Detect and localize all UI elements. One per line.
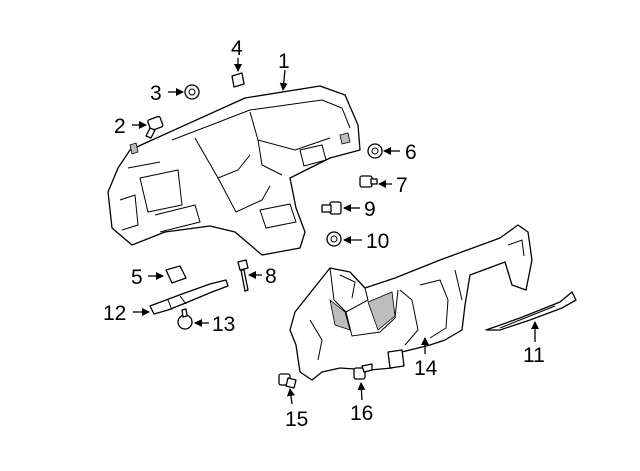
- callout-10: 10: [366, 230, 389, 253]
- upper-dash-panel: [107, 85, 361, 256]
- callout-9: 9: [364, 198, 376, 221]
- callout-16: 16: [350, 402, 373, 425]
- screw-8: [237, 259, 249, 292]
- support-bar: [149, 279, 229, 315]
- nut-6: [367, 143, 383, 159]
- clip-5: [165, 265, 187, 284]
- callout-5: 5: [131, 266, 143, 289]
- callout-15: 15: [285, 408, 308, 431]
- callout-14: 14: [414, 357, 438, 380]
- bolt-2: [145, 115, 164, 139]
- callout-6: 6: [405, 141, 417, 164]
- clip-4: [231, 72, 245, 88]
- bolt-9: [321, 201, 342, 215]
- callout-labels: 1 2 3 4 5 6 7 8 9 10 11 12 13 14 15 16: [103, 37, 545, 431]
- callout-13: 13: [212, 313, 235, 336]
- callout-12: 12: [103, 302, 126, 325]
- nut-10: [326, 231, 342, 247]
- callout-4: 4: [231, 37, 243, 60]
- nut-3: [184, 84, 200, 100]
- leader-lines: [132, 58, 539, 405]
- bolt-16: [353, 363, 373, 380]
- lower-bracket: [485, 291, 577, 331]
- bolt-13: [177, 308, 193, 330]
- cross-car-beam: [289, 224, 533, 381]
- callout-3: 3: [150, 82, 162, 105]
- callout-8: 8: [265, 265, 277, 288]
- bolt-7: [359, 175, 378, 188]
- callout-11: 11: [523, 344, 545, 367]
- callout-2: 2: [114, 115, 126, 138]
- bolt-15: [278, 373, 297, 389]
- callout-1: 1: [278, 50, 290, 73]
- callout-7: 7: [396, 174, 408, 197]
